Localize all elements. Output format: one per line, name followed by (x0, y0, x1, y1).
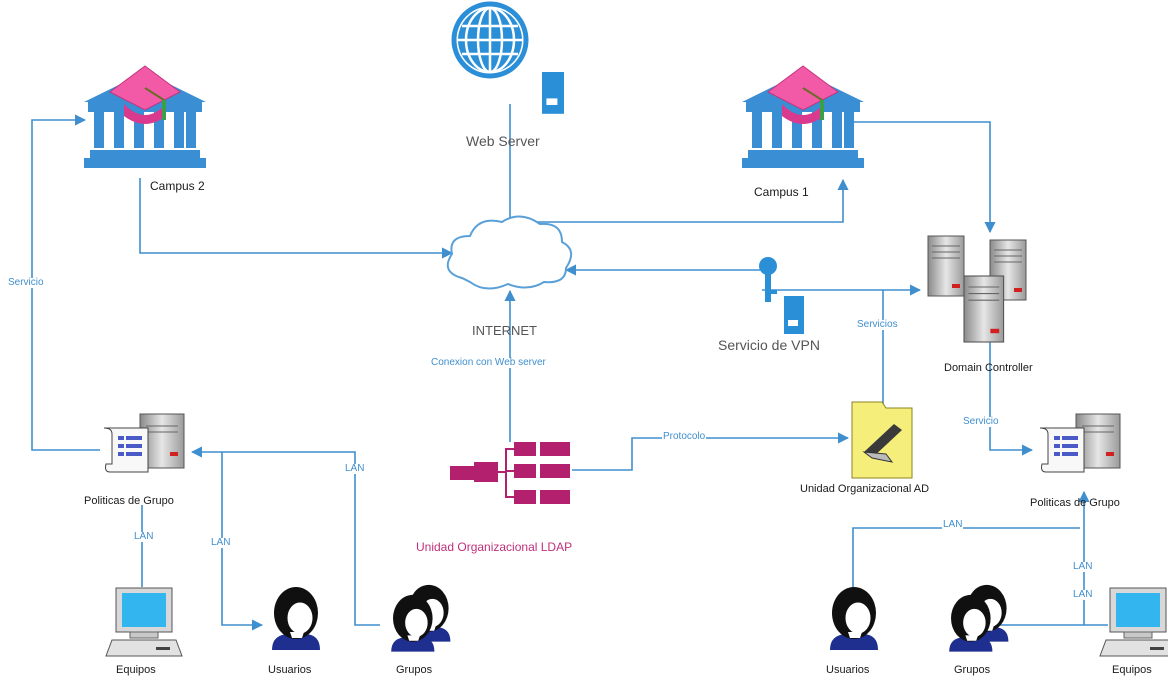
edge-label-lan-grupos-left: LAN (344, 463, 366, 474)
edge-label-lan-equipos-left: LAN (133, 531, 155, 542)
vpn-label: Servicio de VPN (718, 337, 820, 353)
server-cluster-icon (927, 235, 1027, 343)
domain-controller-label: Domain Controller (944, 362, 1033, 374)
usuarios-left-label: Usuarios (268, 664, 312, 676)
gp-left-label: Politicas de Grupo (84, 495, 174, 507)
globe-icon (451, 1, 529, 79)
edge-campus2-internet (139, 178, 454, 259)
computer-icon (105, 587, 183, 657)
computer-icon (1099, 587, 1168, 657)
key-icon (759, 257, 777, 302)
hierarchy-icon (450, 442, 570, 504)
ou-ad-label: Unidad Organizacional AD (800, 483, 930, 495)
folder-scanner-icon (851, 401, 913, 479)
edge-dc-gp-right (989, 335, 1034, 456)
edge-users-gp-left (221, 452, 264, 631)
cloud-icon (446, 215, 573, 290)
edge-label-lan-right-2: LAN (1072, 589, 1094, 600)
grupos-right-label: Grupos (954, 664, 991, 676)
server-icon (542, 72, 564, 114)
campus1-label: Campus 1 (754, 185, 809, 199)
policy-server-icon (103, 413, 185, 473)
campus-building-icon (83, 65, 207, 169)
edge-label-servicio-right: Servicio (962, 416, 1000, 427)
user-icon (271, 586, 321, 651)
web-server-label: Web Server (466, 133, 540, 149)
edge-label-servicio-left: Servicio (7, 277, 45, 288)
group-icon (391, 585, 450, 652)
edge-grupos-gp-left (190, 446, 380, 626)
group-icon (949, 585, 1008, 652)
user-icon (829, 586, 879, 651)
edge-internet-campus1 (528, 178, 849, 223)
edge-users-gp-right (852, 527, 1080, 588)
edge-ldap-ouad (572, 432, 850, 471)
usuarios-right-label: Usuarios (826, 664, 870, 676)
edge-label-lan-usuarios-left: LAN (210, 537, 232, 548)
edge-label-lan-right-1: LAN (1072, 561, 1094, 572)
edge-label-protocolo: Protocolo (662, 431, 707, 442)
server-icon (784, 296, 804, 334)
edge-label-lan-right-top: LAN (942, 519, 964, 530)
edge-campus1-dc (852, 121, 996, 234)
ou-ldap-label: Unidad Organizacional LDAP (416, 540, 573, 554)
policy-server-icon (1039, 413, 1121, 473)
gp-right-label: Politicas de Grupo (1030, 497, 1120, 509)
connections (31, 104, 1108, 631)
equipos-left-label: Equipos (116, 664, 156, 676)
equipos-right-label: Equipos (1112, 664, 1152, 676)
edge-label-servicios: Servicios (856, 319, 899, 330)
internet-label: INTERNET (472, 323, 537, 338)
edge-label-conexion-web: Conexion con Web server (430, 357, 547, 368)
campus2-label: Campus 2 (150, 179, 205, 193)
grupos-left-label: Grupos (396, 664, 433, 676)
campus-building-icon (741, 65, 865, 169)
